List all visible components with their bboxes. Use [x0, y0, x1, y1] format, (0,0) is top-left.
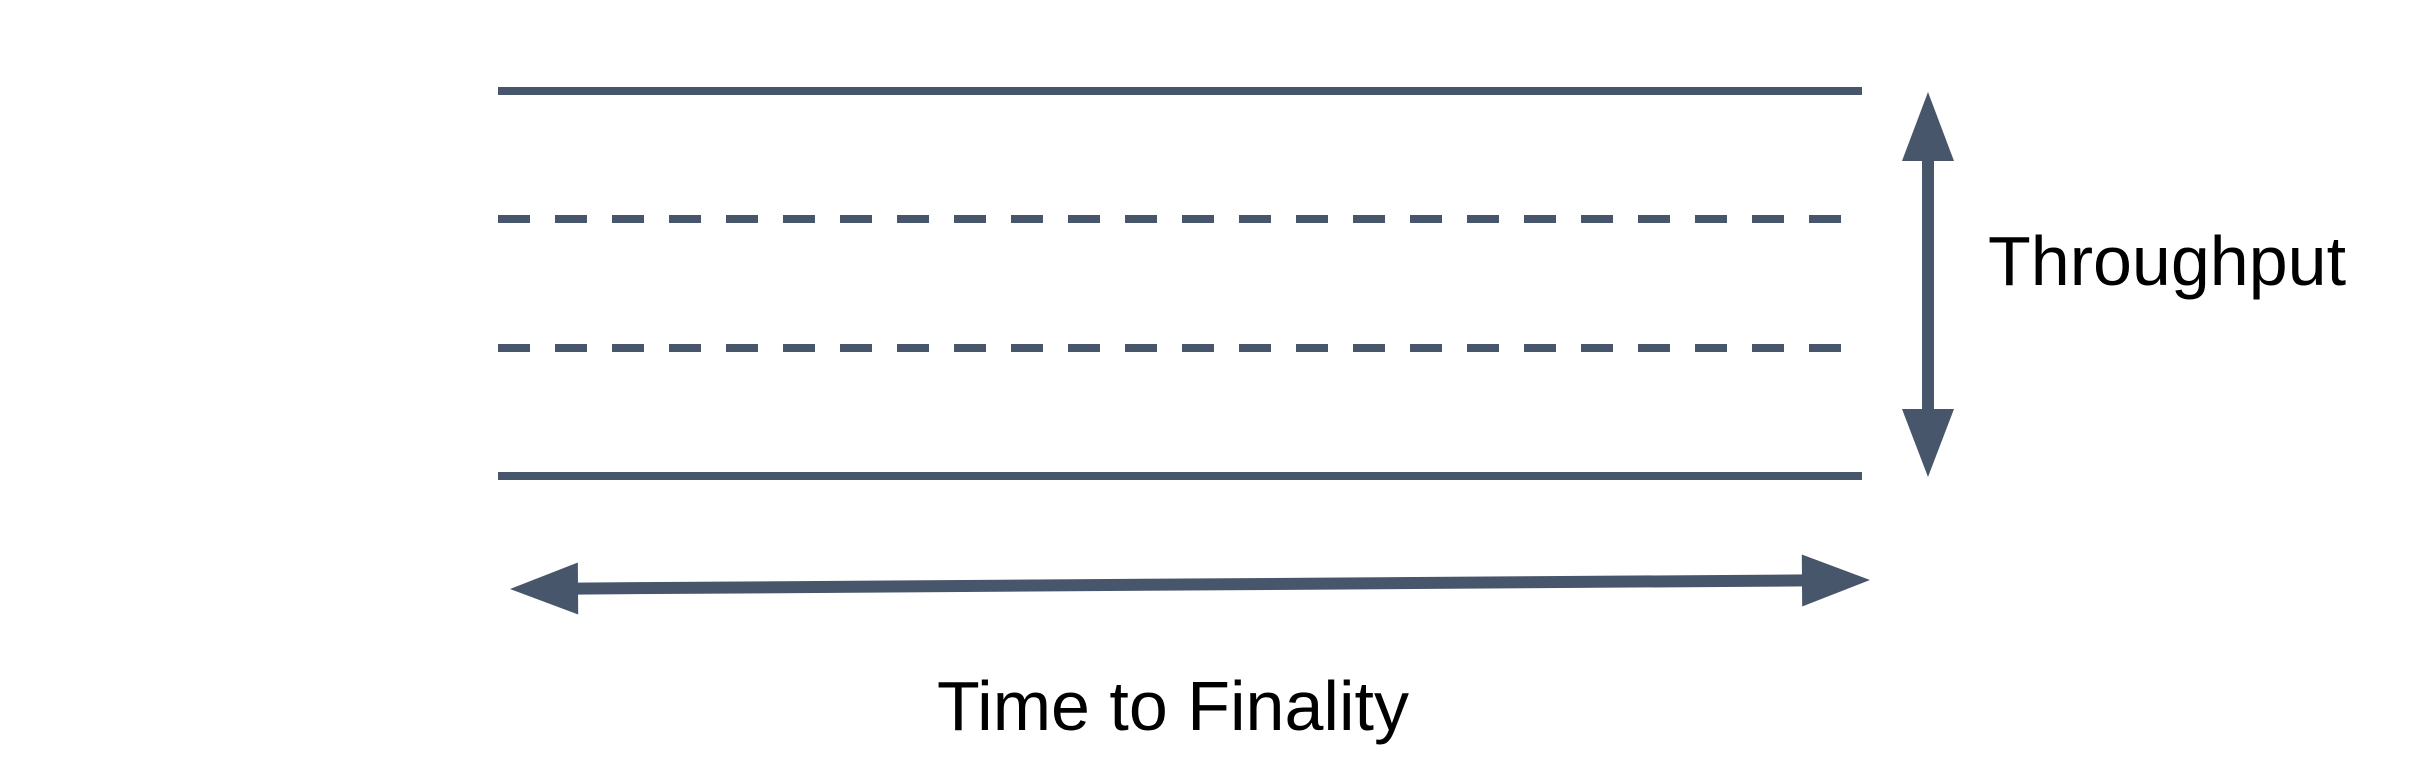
arrow-left-head-icon: [510, 562, 579, 615]
throughput-label: Throughput: [1988, 222, 2346, 300]
lane-lines: [498, 87, 1862, 480]
time-to-finality-arrow-shaft: [573, 574, 1807, 595]
throughput-double-arrow-icon: [1902, 92, 1954, 477]
arrow-down-head-icon: [1902, 409, 1954, 477]
arrow-right-head-icon: [1801, 554, 1870, 607]
time-to-finality-double-arrow-icon: [510, 554, 1870, 615]
arrow-up-head-icon: [1902, 92, 1954, 161]
time-to-finality-label: Time to Finality: [937, 667, 1409, 745]
